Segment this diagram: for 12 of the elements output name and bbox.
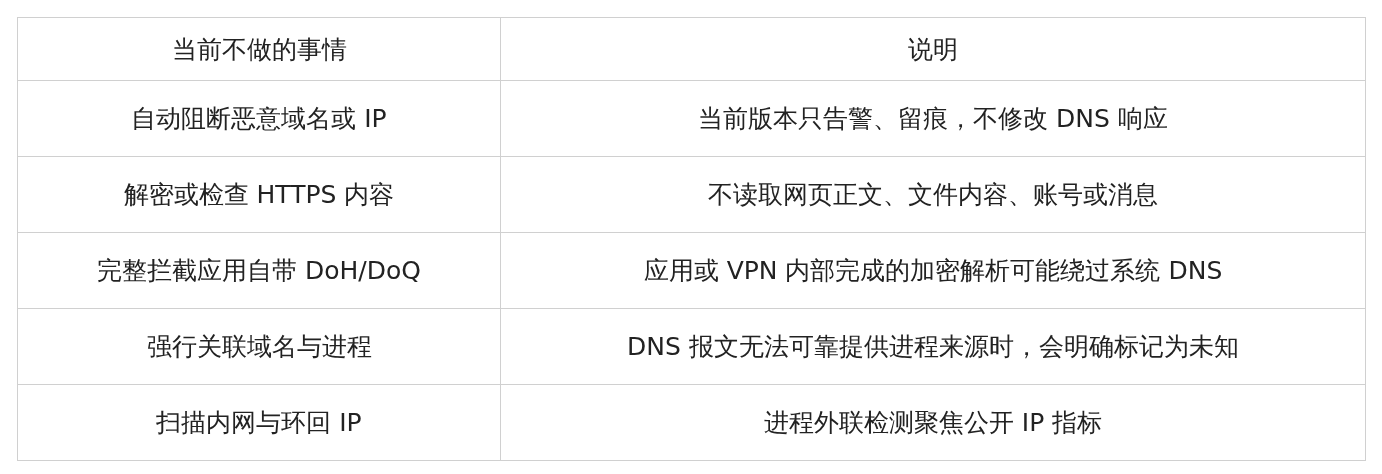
table-cell: 扫描内网与环回 IP	[17, 384, 501, 461]
table-cell: 进程外联检测聚焦公开 IP 指标	[500, 384, 1366, 461]
column-header: 说明	[500, 17, 1366, 81]
table-cell: 强行关联域名与进程	[17, 308, 501, 385]
table-cell: 自动阻断恶意域名或 IP	[17, 80, 501, 157]
table-cell: 完整拦截应用自带 DoH/DoQ	[17, 232, 501, 309]
table-cell: 当前版本只告警、留痕，不修改 DNS 响应	[500, 80, 1366, 157]
table-cell: 解密或检查 HTTPS 内容	[17, 156, 501, 233]
table-cell: 应用或 VPN 内部完成的加密解析可能绕过系统 DNS	[500, 232, 1366, 309]
table-cell: 不读取网页正文、文件内容、账号或消息	[500, 156, 1366, 233]
column-header: 当前不做的事情	[17, 17, 501, 81]
table-cell: DNS 报文无法可靠提供进程来源时，会明确标记为未知	[500, 308, 1366, 385]
